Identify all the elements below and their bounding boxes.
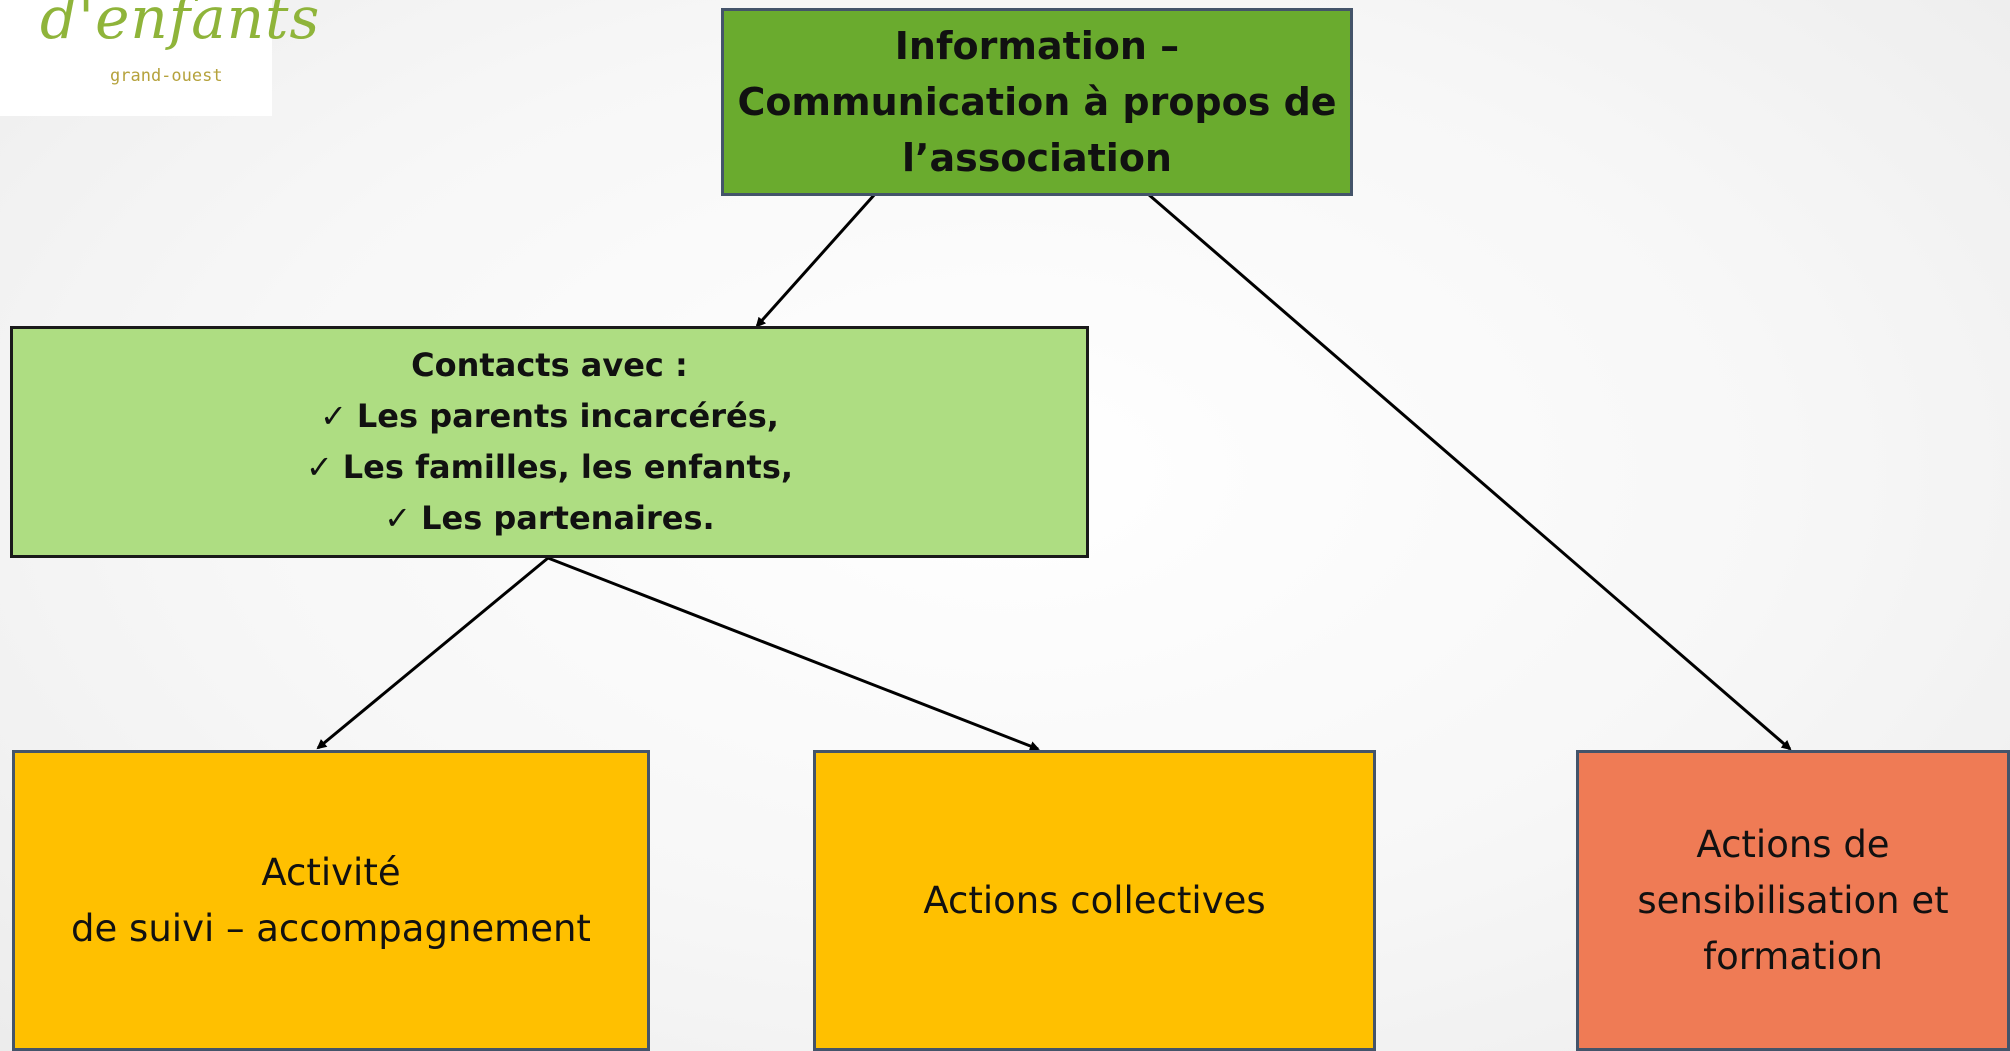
actions-collectives-box: Actions collectives [813,750,1376,1051]
logo: d'enfants grand-ouest [0,0,319,116]
sensibilisation-line-3: formation [1703,934,1883,978]
contacts-item: ✓Les familles, les enfants, [306,442,793,493]
arrow-contacts-to-suivi [316,556,549,750]
arrow-contacts-to-collectives [547,556,1040,751]
information-communication-box: Information – Communication à propos de … [721,8,1353,196]
contacts-item: ✓Les partenaires. [384,493,714,544]
arrow-top-to-contacts [755,193,877,328]
sensibilisation-line-2: sensibilisation et [1637,878,1949,922]
check-icon: ✓ [384,499,412,537]
suivi-line-2: de suivi – accompagnement [71,906,591,950]
check-icon: ✓ [305,448,333,486]
check-icon: ✓ [320,397,347,435]
logo-subtitle: grand-ouest [110,66,223,86]
top-box-line-2: Communication à propos de [737,80,1337,124]
contacts-item-label: Les parents incarcérés, [356,397,779,435]
top-box-line-1: Information – [894,24,1180,68]
arrow-top-to-sensibilisation [1147,192,1792,751]
sensibilisation-line-1: Actions de [1696,822,1890,866]
top-box-line-3: l’association [902,136,1172,180]
sensibilisation-formation-box: Actions de sensibilisation et formation [1576,750,2010,1051]
suivi-accompagnement-box: Activité de suivi – accompagnement [12,750,650,1051]
contacts-item-label: Les familles, les enfants, [342,448,794,486]
contacts-heading: Contacts avec : [411,346,688,384]
contacts-item-label: Les partenaires. [421,499,715,537]
contacts-box: Contacts avec : ✓Les parents incarcérés,… [10,326,1089,558]
suivi-line-1: Activité [261,850,401,894]
collectives-line-1: Actions collectives [923,878,1266,922]
logo-script-text: d'enfants [40,0,321,52]
contacts-item: ✓Les parents incarcérés, [320,391,779,442]
